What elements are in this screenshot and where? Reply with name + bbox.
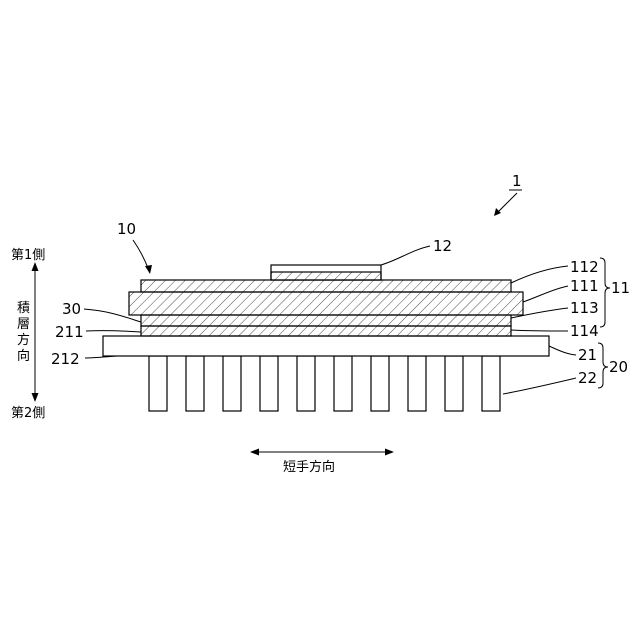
cooler-fin: [297, 356, 315, 411]
arrow-left-icon: [250, 449, 259, 456]
cooler-fin: [445, 356, 463, 411]
ref-plate-label: 21: [578, 346, 597, 364]
substrate-bottom-layer: [141, 315, 511, 326]
ref-right-group: 112 111 113 114 21 22 11 20: [503, 258, 630, 394]
ref-sub-layer-label: 114: [570, 322, 599, 340]
ref-device: 1: [494, 172, 522, 216]
ref-chip: 12: [381, 237, 452, 265]
ref-plate-top-leader: [86, 331, 141, 332]
ref-cooler-label: 20: [609, 358, 628, 376]
short-direction-axis: 短手方向: [250, 449, 394, 476]
substrate-top-layer: [141, 280, 511, 292]
ref-sub-core-leader: [523, 286, 568, 302]
ref-fins-leader: [503, 378, 576, 394]
ref-device-leader: [497, 193, 517, 213]
cooler-fin: [482, 356, 500, 411]
cooler-fin: [149, 356, 167, 411]
ref-plate-top-label: 211: [55, 323, 84, 341]
stacking-direction-char-3: 方: [17, 332, 30, 348]
ref-device-arrow-icon: [494, 208, 501, 216]
chip-bond-layer: [271, 272, 381, 280]
arrow-up-icon: [32, 262, 39, 271]
second-side-label: 第2側: [11, 406, 45, 421]
first-side-label: 第1側: [11, 248, 45, 263]
ref-sub-top-leader: [511, 266, 568, 283]
ref-sub-bottom-label: 113: [570, 299, 599, 317]
ref-module-arrow-icon: [145, 265, 152, 274]
stacking-direction-char-2: 層: [17, 317, 30, 332]
ref-sub-top-label: 112: [570, 258, 599, 276]
arrow-down-icon: [32, 393, 39, 402]
ref-left-group: 30 211 212: [51, 300, 141, 368]
cooler-fin: [408, 356, 426, 411]
plate-top-layer: [141, 326, 511, 336]
substrate-brace: [600, 258, 610, 327]
ref-module-label: 10: [117, 220, 136, 238]
cooler-base-plate: [103, 336, 549, 356]
stacking-direction-char-4: 向: [17, 348, 30, 364]
cooler-fin: [260, 356, 278, 411]
ref-sub-layer-leader: [511, 330, 568, 331]
cooler-fins: [149, 356, 500, 411]
cooler-brace: [598, 343, 608, 388]
cooler-fin: [186, 356, 204, 411]
ref-plate-bottom-leader: [85, 356, 117, 358]
cooler-fin: [371, 356, 389, 411]
cooler-fin: [334, 356, 352, 411]
ref-module: 10: [117, 220, 152, 274]
stacking-direction-axis: 第1側 積 層 方 向 第2側: [11, 248, 45, 421]
ref-device-label: 1: [512, 172, 522, 190]
ref-substrate-label: 11: [611, 279, 630, 297]
substrate-core: [129, 292, 523, 315]
ref-plate-bottom-label: 212: [51, 350, 80, 368]
ref-module-leader: [133, 240, 148, 268]
stacking-direction-char-1: 積: [17, 301, 30, 316]
cooler-fin: [223, 356, 241, 411]
ref-plate-leader: [549, 346, 576, 355]
arrow-right-icon: [385, 449, 394, 456]
short-direction-label: 短手方向: [283, 459, 335, 475]
ref-chip-leader: [381, 246, 430, 265]
ref-sub-core-label: 111: [570, 277, 599, 295]
ref-bond-label: 30: [62, 300, 81, 318]
ref-fins-label: 22: [578, 369, 597, 387]
ref-chip-label: 12: [433, 237, 452, 255]
